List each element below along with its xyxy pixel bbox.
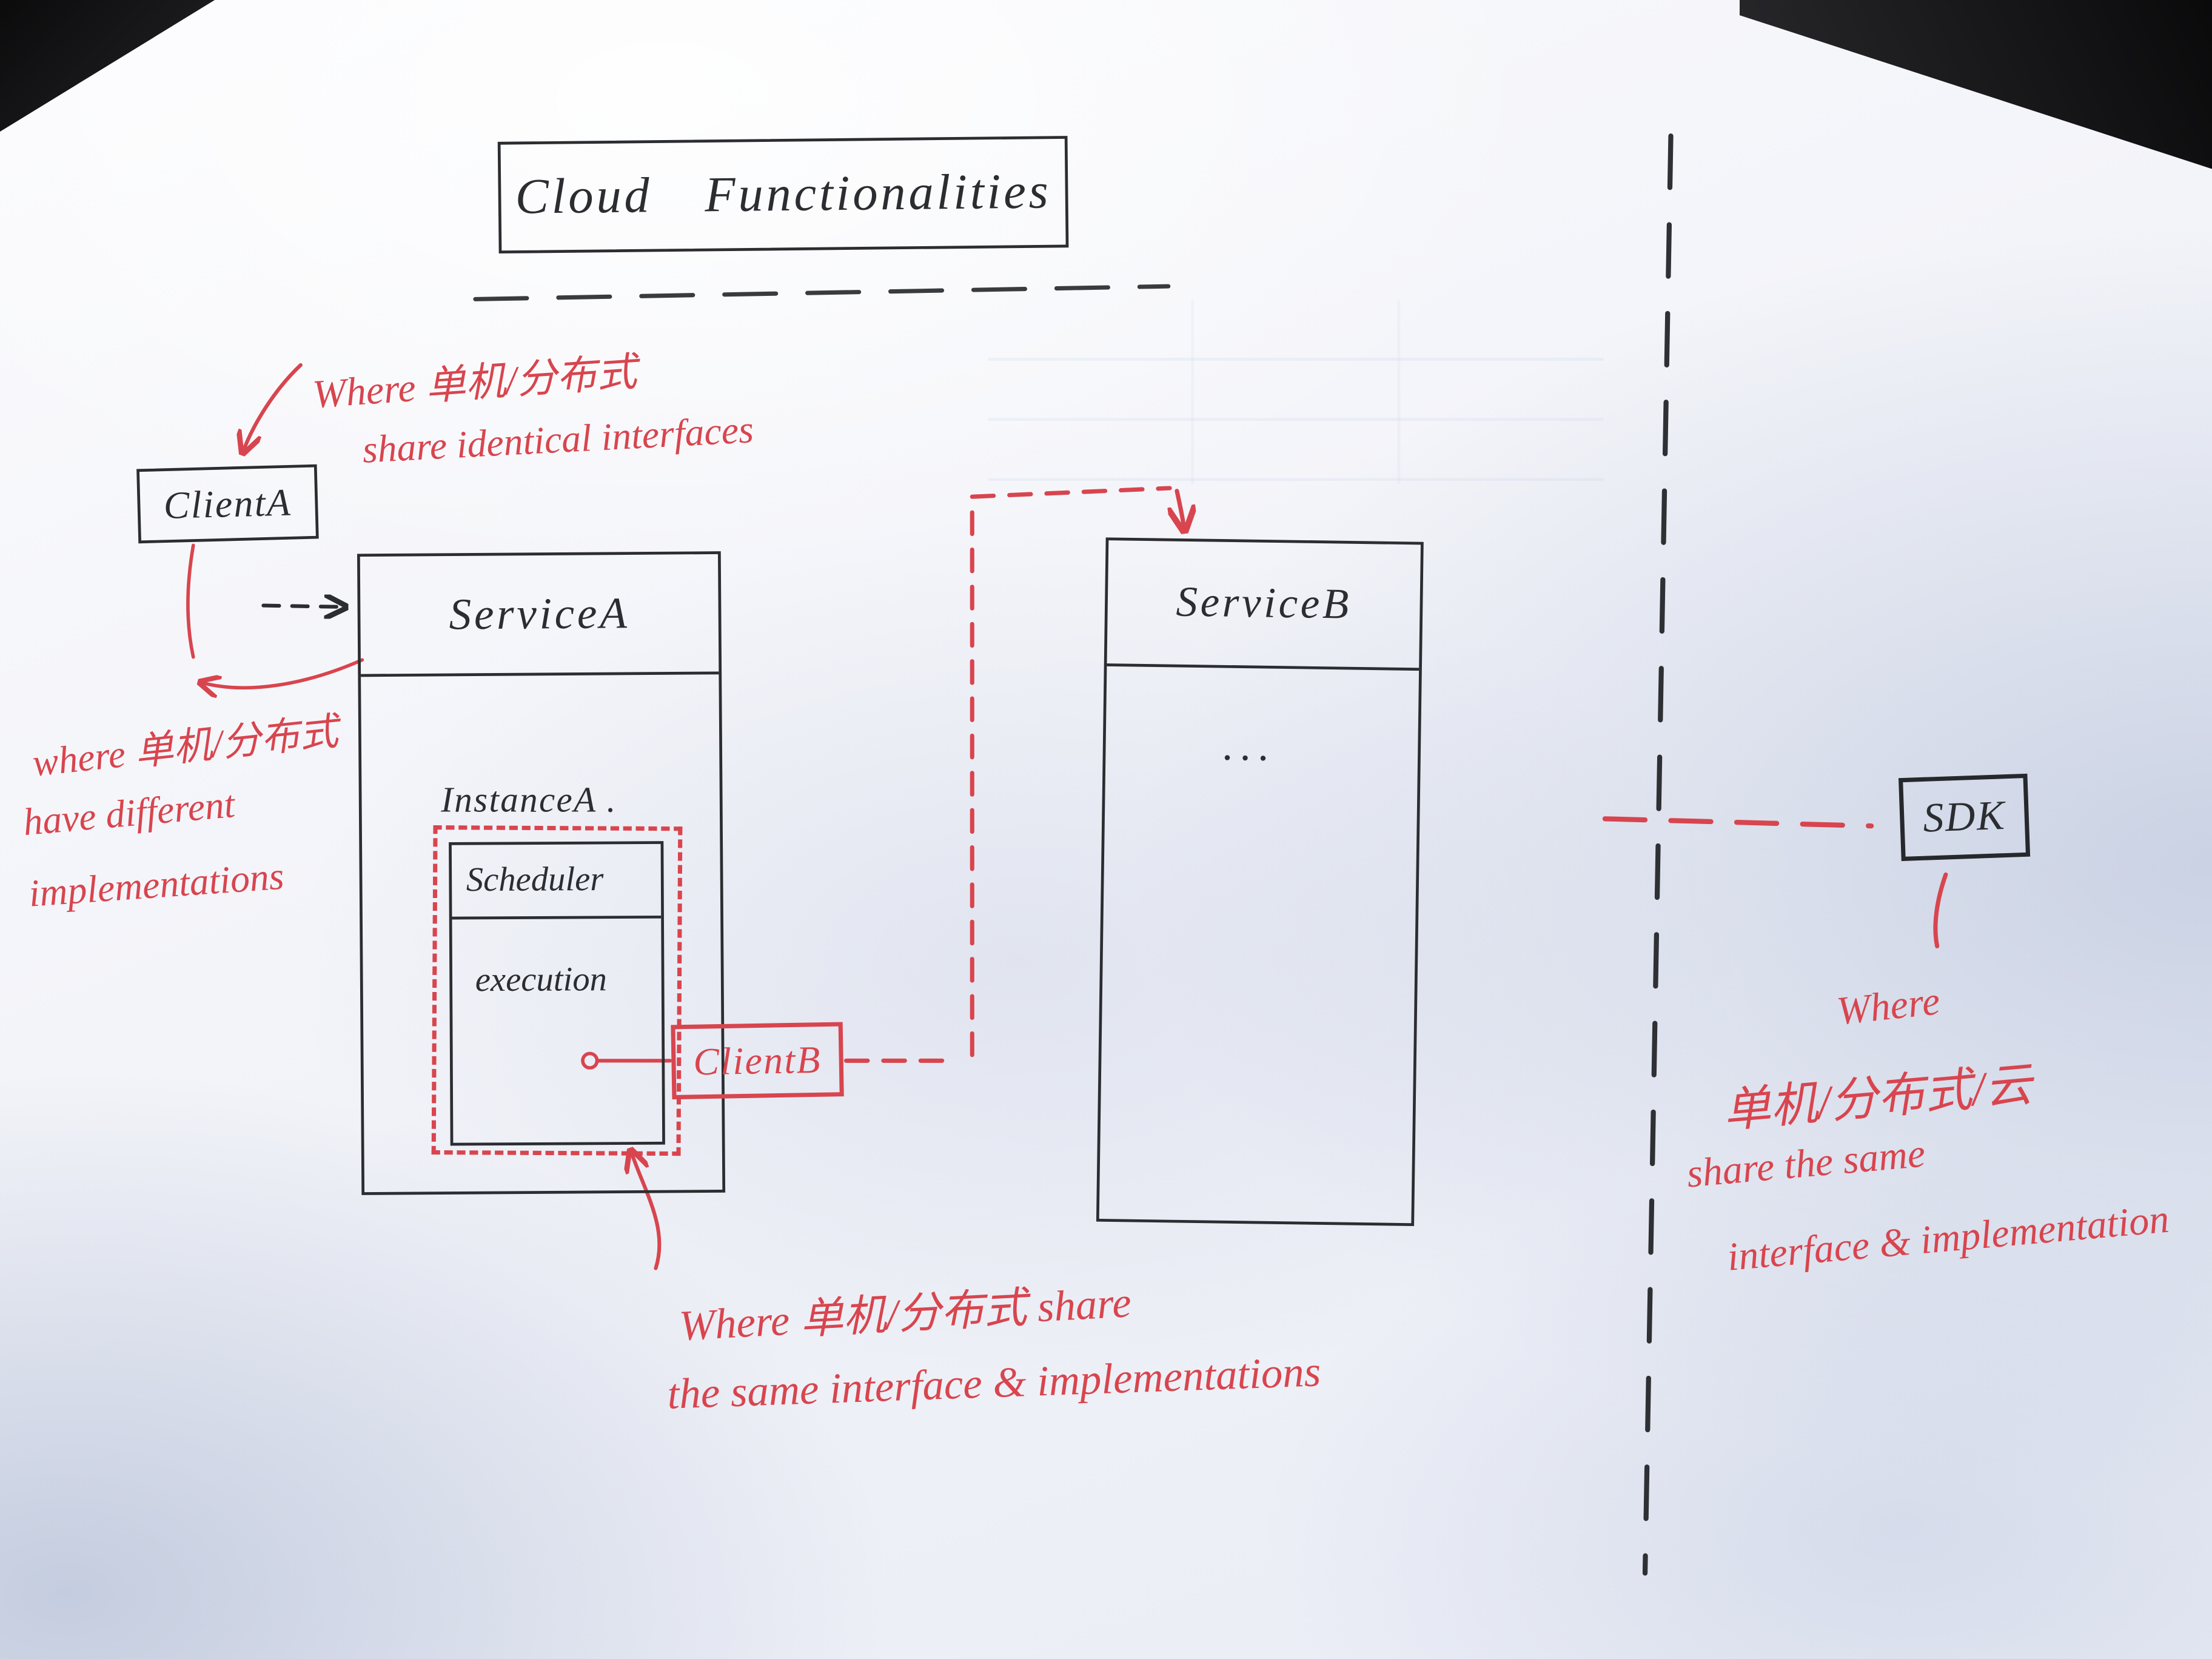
- service-b-box: ServiceB ...: [1096, 537, 1424, 1227]
- title-box: Cloud Functionalities: [497, 136, 1069, 254]
- service-b-label: ServiceB: [1175, 578, 1352, 629]
- sdk-label: SDK: [1922, 792, 2007, 841]
- arrow-client-a-to-service-a: [261, 606, 343, 607]
- client-a-box: ClientA: [136, 464, 319, 544]
- diagram-title: Cloud Functionalities: [515, 163, 1051, 225]
- scheduler-label: Scheduler: [466, 860, 604, 899]
- dashed-route-client-b-to-service-b: [843, 486, 1172, 1063]
- arrow-instance-a-to-bottom-annotation: [631, 1152, 662, 1270]
- scheduler-execution-box: Scheduler execution: [449, 841, 665, 1146]
- bleed-through-ghost: [988, 300, 1604, 484]
- line-sdk-to-right-annotation: [1933, 872, 1948, 948]
- arrow-into-service-b: [1177, 489, 1184, 528]
- vertical-divider-dashed: [1642, 133, 1674, 1576]
- execution-label: execution: [475, 961, 608, 1000]
- service-b-ellipsis: ...: [1222, 722, 1278, 771]
- sdk-box: SDK: [1898, 773, 2031, 862]
- title-underline-dashed: [473, 284, 1171, 301]
- client-b-label: ClientB: [692, 1037, 822, 1083]
- client-a-label: ClientA: [163, 480, 292, 526]
- dashed-line-to-sdk: [1602, 816, 1874, 829]
- service-b-header: ServiceB: [1107, 540, 1421, 671]
- service-a-label: ServiceA: [449, 588, 630, 639]
- service-a-header: ServiceA: [360, 554, 719, 677]
- arrow-top-annotation-to-client-a: [243, 363, 303, 451]
- line-client-a-down: [186, 543, 195, 659]
- instance-a-label: InstanceA .: [441, 781, 617, 820]
- arrow-service-a-to-left-annotation: [202, 658, 364, 688]
- client-b-box: ClientB: [671, 1022, 844, 1100]
- scheduler-header: Scheduler: [451, 843, 662, 920]
